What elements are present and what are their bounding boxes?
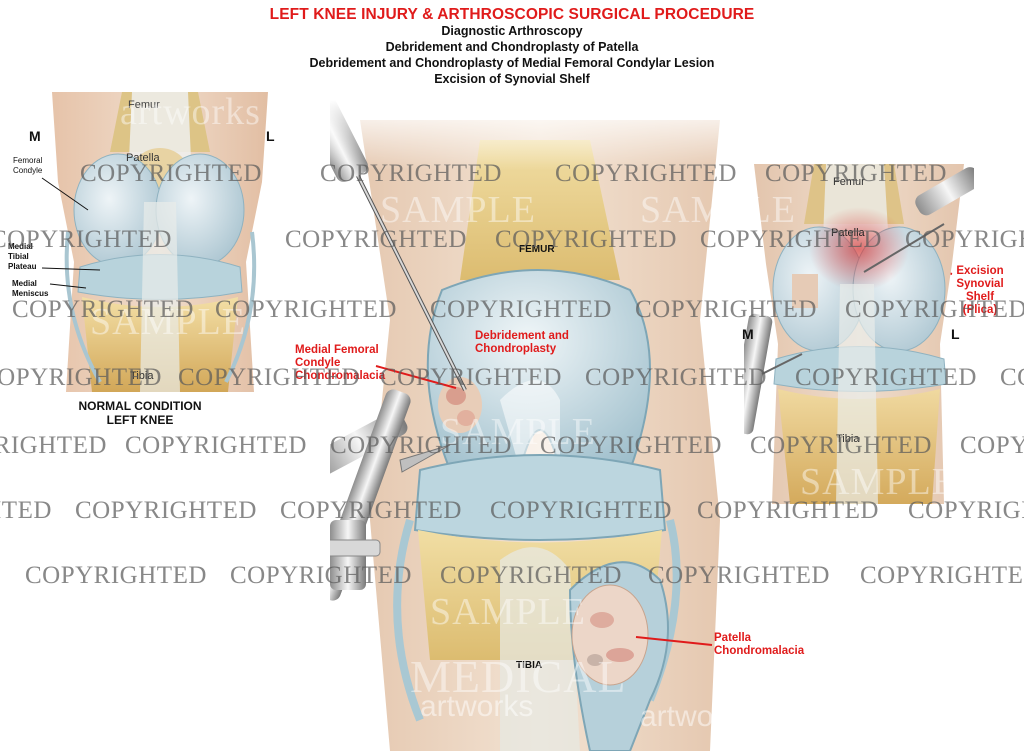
label-line: Meniscus <box>12 289 49 298</box>
label-line: Chondroplasty <box>475 343 557 355</box>
label-medial-tibial-plateau: Medial Tibial Plateau <box>8 242 36 272</box>
label-medial-right: M <box>742 326 754 342</box>
label-line: Condyle <box>13 166 43 175</box>
label-femoral-condyle: Femoral Condyle <box>13 156 42 176</box>
label-line: (Plica) <box>962 304 998 316</box>
label-line: Shelf <box>965 291 995 303</box>
label-tibia-right: Tibia <box>836 433 860 445</box>
label-medial-left: M <box>29 128 41 144</box>
label-lateral-right: L <box>951 326 960 342</box>
label-line: Patella <box>714 632 752 644</box>
label-tibia-normal: Tibia <box>130 370 154 382</box>
label-line: Debridement and <box>475 330 569 342</box>
left-leader-lines <box>41 177 101 289</box>
label-line: Medial <box>12 279 37 288</box>
label-line: Femoral <box>13 156 43 165</box>
label-patella-normal: Patella <box>126 152 160 164</box>
label-femur-center: FEMUR <box>519 244 555 255</box>
label-lateral-left: L <box>266 128 275 144</box>
procedure-4: Excision of Synovial Shelf <box>434 72 590 86</box>
arthroscopy-knee-illustration <box>330 100 750 751</box>
label-line: Plateau <box>8 262 37 271</box>
normal-knee-illustration <box>40 92 280 392</box>
label-line: Medial <box>8 242 33 251</box>
label-line: Synovial <box>956 278 1004 290</box>
procedure-3: Debridement and Chondroplasty of Medial … <box>309 56 715 70</box>
label-femur-right: Femur <box>833 176 865 188</box>
label-debridement-chondroplasty: Debridement and Chondroplasty <box>475 330 569 356</box>
label-line: Condyle <box>295 357 341 369</box>
label-line: Medial Femoral <box>295 344 379 356</box>
label-medial-meniscus: Medial Meniscus <box>12 279 48 299</box>
label-line: Excision <box>956 265 1004 277</box>
label-line: Chondromalacia <box>295 370 386 382</box>
label-excision-synovial-shelf: Excision Synovial Shelf (Plica) <box>952 265 1008 317</box>
page-title: LEFT KNEE INJURY & ARTHROSCOPIC SURGICAL… <box>269 6 755 23</box>
label-medial-femoral-condyle-chondromalacia: Medial Femoral Condyle Chondromalacia <box>295 344 385 383</box>
caption-line: LEFT KNEE <box>106 413 174 427</box>
procedure-1: Diagnostic Arthroscopy <box>441 24 583 38</box>
label-tibia-center: TIBIA <box>516 660 543 671</box>
normal-condition-caption: NORMAL CONDITION LEFT KNEE <box>60 399 220 427</box>
label-line: Tibial <box>8 252 29 261</box>
label-femur-normal: Femur <box>128 99 160 111</box>
label-patella-chondromalacia: Patella Chondromalacia <box>714 632 804 658</box>
label-patella-right: Patella <box>831 227 865 239</box>
synovial-shelf-illustration <box>744 164 974 504</box>
label-line: Chondromalacia <box>714 645 805 657</box>
caption-line: NORMAL CONDITION <box>78 399 202 413</box>
procedure-2: Debridement and Chondroplasty of Patella <box>385 40 639 54</box>
